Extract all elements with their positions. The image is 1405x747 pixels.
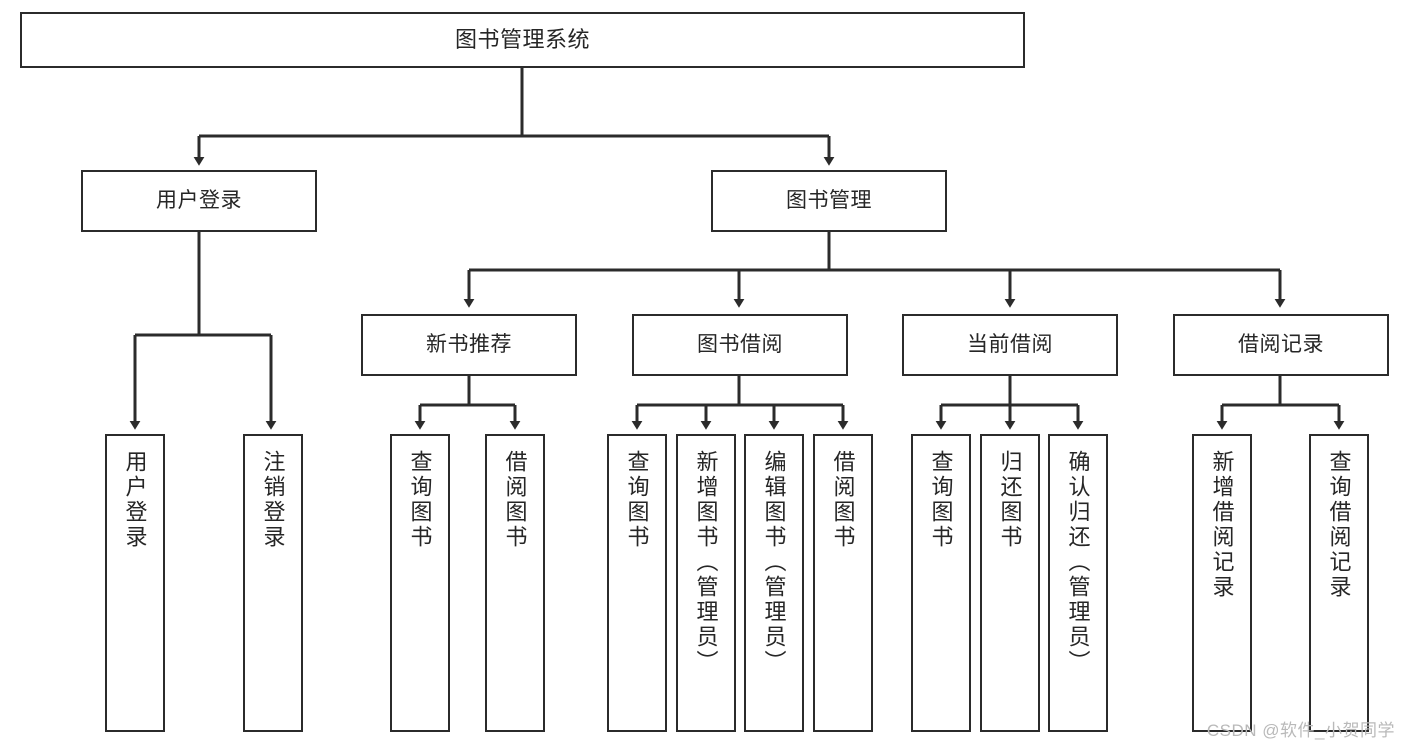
node-label: 查询借阅记录 bbox=[1326, 450, 1352, 600]
leaf-query-borrow-record[interactable]: 查询借阅记录 bbox=[1309, 434, 1369, 732]
node-label: 新增图书（管理员） bbox=[693, 450, 719, 675]
node-user-login[interactable]: 用户登录 bbox=[81, 170, 317, 232]
node-label: 借阅图书 bbox=[502, 450, 528, 550]
leaf-edit-book-admin[interactable]: 编辑图书（管理员） bbox=[744, 434, 804, 732]
node-label: 新增借阅记录 bbox=[1209, 450, 1235, 600]
node-label: 借阅图书 bbox=[830, 450, 856, 550]
leaf-user-login[interactable]: 用户登录 bbox=[105, 434, 165, 732]
node-new-book-recommend[interactable]: 新书推荐 bbox=[361, 314, 577, 376]
leaf-return-book[interactable]: 归还图书 bbox=[980, 434, 1040, 732]
node-label: 查询图书 bbox=[407, 450, 433, 550]
node-book-borrow[interactable]: 图书借阅 bbox=[632, 314, 848, 376]
node-borrow-record[interactable]: 借阅记录 bbox=[1173, 314, 1389, 376]
leaf-borrow-book-2[interactable]: 借阅图书 bbox=[813, 434, 873, 732]
csdn-watermark: CSDN @软件_小贺同学 bbox=[1206, 721, 1395, 740]
leaf-query-book-1[interactable]: 查询图书 bbox=[390, 434, 450, 732]
leaf-borrow-book-1[interactable]: 借阅图书 bbox=[485, 434, 545, 732]
node-label: 确认归还（管理员） bbox=[1065, 450, 1091, 675]
node-label: 当前借阅 bbox=[967, 333, 1053, 357]
leaf-query-book-2[interactable]: 查询图书 bbox=[607, 434, 667, 732]
node-label: 借阅记录 bbox=[1238, 333, 1324, 357]
node-label: 用户登录 bbox=[156, 189, 242, 213]
leaf-confirm-return-admin[interactable]: 确认归还（管理员） bbox=[1048, 434, 1108, 732]
leaf-query-book-3[interactable]: 查询图书 bbox=[911, 434, 971, 732]
node-label: 用户登录 bbox=[122, 450, 148, 550]
node-book-manage[interactable]: 图书管理 bbox=[711, 170, 947, 232]
node-label: 归还图书 bbox=[997, 450, 1023, 550]
leaf-add-borrow-record[interactable]: 新增借阅记录 bbox=[1192, 434, 1252, 732]
leaf-user-logout[interactable]: 注销登录 bbox=[243, 434, 303, 732]
node-label: 图书管理 bbox=[786, 189, 872, 213]
node-label: 图书管理系统 bbox=[454, 26, 590, 52]
node-label: 注销登录 bbox=[260, 450, 286, 550]
node-label: 新书推荐 bbox=[426, 333, 512, 357]
leaf-add-book-admin[interactable]: 新增图书（管理员） bbox=[676, 434, 736, 732]
node-label: 编辑图书（管理员） bbox=[761, 450, 787, 675]
node-label: 查询图书 bbox=[928, 450, 954, 550]
node-label: 查询图书 bbox=[624, 450, 650, 550]
node-root-system[interactable]: 图书管理系统 bbox=[20, 12, 1025, 68]
node-current-borrow[interactable]: 当前借阅 bbox=[902, 314, 1118, 376]
node-label: 图书借阅 bbox=[697, 333, 783, 357]
